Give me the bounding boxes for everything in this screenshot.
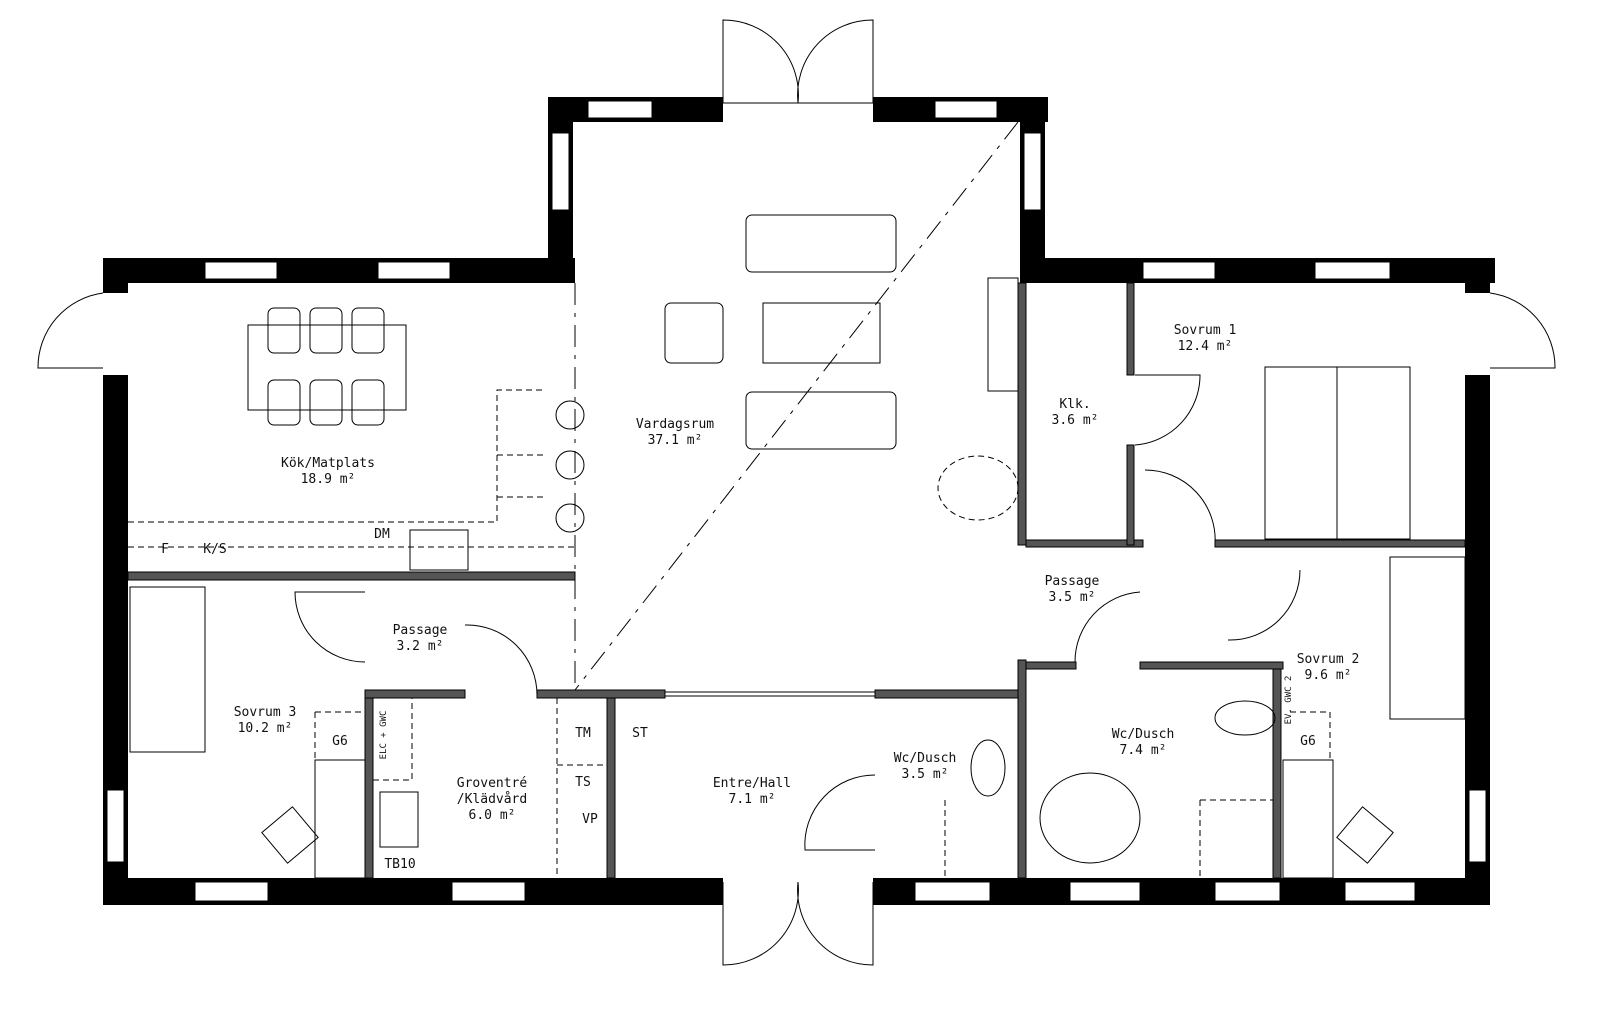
svg-text:Passage: Passage: [393, 623, 448, 638]
armchair: [664, 302, 724, 364]
svg-text:7.1 m²: 7.1 m²: [729, 792, 776, 807]
svg-text:Sovrum 1: Sovrum 1: [1174, 323, 1237, 338]
dining-table: [247, 324, 407, 411]
furniture: [129, 214, 1466, 879]
fixture-labels: F K/S DM G6 G6 TM ST TS VP TB10 ELC + GW…: [161, 527, 1316, 872]
interior-walls: [127, 282, 1466, 879]
bed-sovrum2: [1389, 556, 1466, 720]
freezer-label: K/S: [203, 542, 226, 557]
wardrobe-label: G6: [1300, 734, 1316, 749]
fridge-label: F: [161, 542, 169, 557]
coffee-table: [762, 302, 881, 364]
tm-label: TM: [575, 726, 591, 741]
elc-label: ELC + GWC: [379, 711, 389, 760]
svg-text:12.4 m²: 12.4 m²: [1178, 339, 1233, 354]
svg-text:Entre/Hall: Entre/Hall: [713, 776, 791, 791]
svg-text:7.4 m²: 7.4 m²: [1120, 743, 1167, 758]
bed-sovrum3: [129, 586, 206, 753]
st-label: ST: [632, 726, 648, 741]
gwc2-label: EV. GWC 2: [1284, 676, 1294, 725]
svg-text:Kök/Matplats: Kök/Matplats: [281, 456, 375, 471]
dishwasher-label: DM: [374, 527, 390, 542]
svg-text:3.5 m²: 3.5 m²: [902, 767, 949, 782]
svg-text:37.1 m²: 37.1 m²: [648, 433, 703, 448]
svg-text:3.5 m²: 3.5 m²: [1049, 590, 1096, 605]
svg-text:Vardagsrum: Vardagsrum: [636, 417, 714, 432]
svg-text:Sovrum 2: Sovrum 2: [1297, 652, 1360, 667]
room-sovrum2: Sovrum 29.6 m²: [1297, 652, 1360, 683]
doors: [37, 19, 1556, 966]
windows: [106, 100, 1487, 902]
room-sovrum3: Sovrum 310.2 m²: [234, 705, 297, 736]
sofa-top: [745, 214, 897, 273]
wardrobe-label: G6: [332, 734, 348, 749]
svg-text:3.6 m²: 3.6 m²: [1052, 413, 1099, 428]
svg-text:3.2 m²: 3.2 m²: [397, 639, 444, 654]
svg-text:Groventré: Groventré: [457, 776, 528, 791]
bathtub: [1039, 772, 1141, 864]
svg-text:Wc/Dusch: Wc/Dusch: [894, 751, 957, 766]
ts-label: TS: [575, 775, 591, 790]
exterior-walls: [103, 97, 1495, 905]
svg-text:Sovrum 3: Sovrum 3: [234, 705, 297, 720]
svg-text:6.0 m²: 6.0 m²: [469, 808, 516, 823]
svg-text:Passage: Passage: [1045, 574, 1100, 589]
sofa-bottom: [745, 391, 897, 450]
svg-text:Klk.: Klk.: [1059, 397, 1090, 412]
room-klk: Klk.3.6 m²: [1052, 397, 1099, 428]
svg-text:10.2 m²: 10.2 m²: [238, 721, 293, 736]
tb10-label: TB10: [384, 857, 415, 872]
room-sovrum1: Sovrum 112.4 m²: [1174, 323, 1237, 354]
svg-text:9.6 m²: 9.6 m²: [1305, 668, 1352, 683]
dashed-guides: [128, 121, 1331, 878]
svg-text:/Klädvård: /Klädvård: [457, 792, 527, 807]
svg-text:Wc/Dusch: Wc/Dusch: [1112, 727, 1175, 742]
vp-label: VP: [582, 812, 598, 827]
svg-text:18.9 m²: 18.9 m²: [301, 472, 356, 487]
